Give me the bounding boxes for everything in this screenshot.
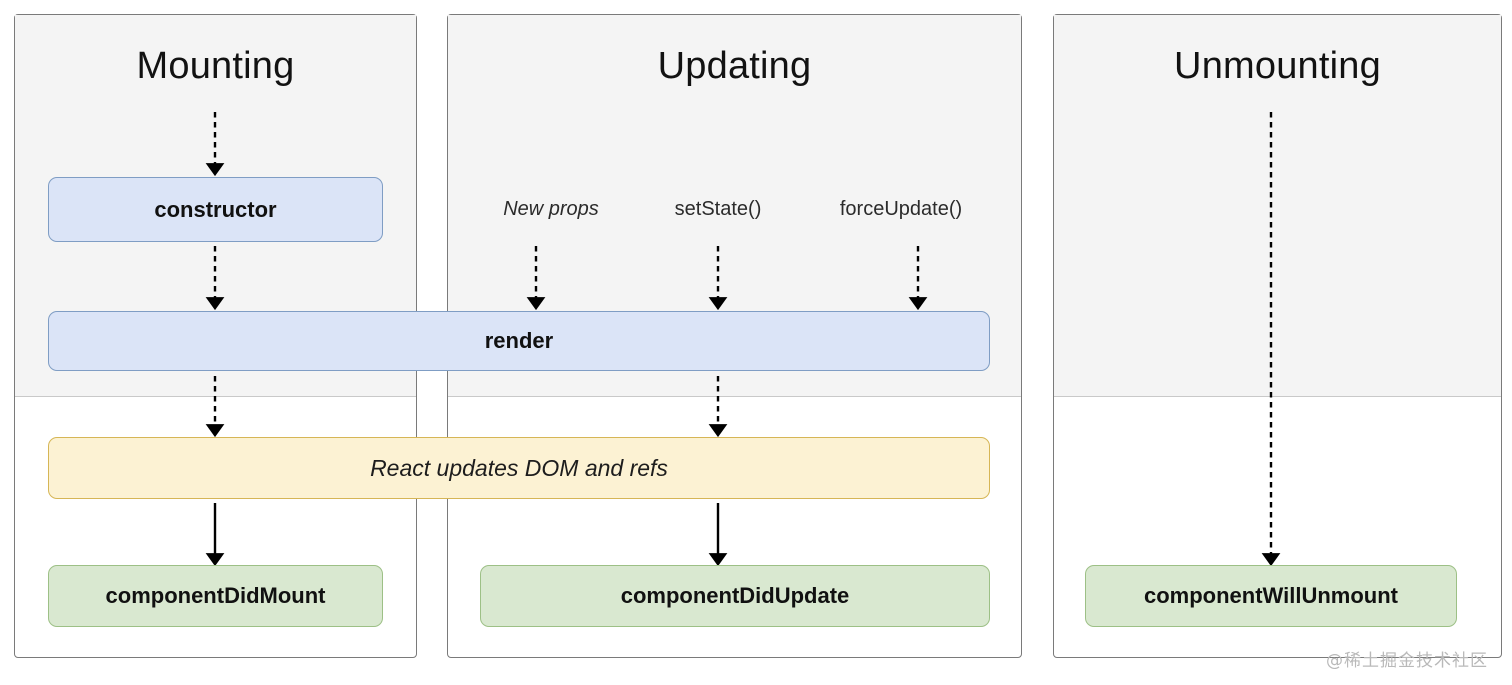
node-render[interactable]: render [48,311,990,371]
column-unmounting: Unmounting [1053,14,1502,658]
node-component-will-unmount[interactable]: componentWillUnmount [1085,565,1457,627]
watermark: @稀土掘金技术社区 [1326,651,1488,671]
node-react-updates-dom-and-refs[interactable]: React updates DOM and refs [48,437,990,499]
column-mounting-title: Mounting [136,45,295,87]
column-updating-title: Updating [657,45,812,87]
column-unmounting-top-section [1054,15,1501,397]
node-component-did-update[interactable]: componentDidUpdate [480,565,990,627]
trigger-label-set-state: setState() [674,198,762,220]
node-component-did-mount[interactable]: componentDidMount [48,565,383,627]
trigger-label-force-update: forceUpdate() [839,198,963,220]
column-unmounting-title: Unmounting [1174,45,1381,87]
node-constructor[interactable]: constructor [48,177,383,242]
trigger-label-new-props: New props [503,198,599,220]
